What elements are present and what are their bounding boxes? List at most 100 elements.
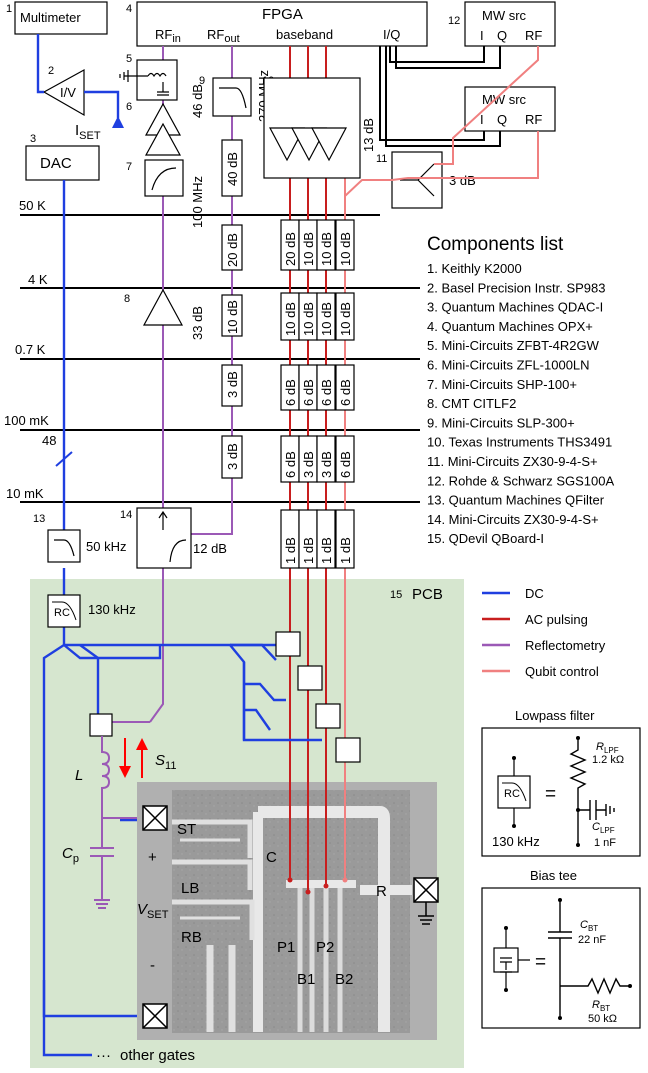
highpass-7-symbol — [151, 167, 177, 191]
attenuator-line4-1 — [335, 292, 355, 341]
refl-wire — [110, 46, 233, 723]
component-item: 8. CMT CITLF2 — [427, 396, 516, 411]
attenuator-label-line1-2: 6 dB — [283, 379, 298, 406]
bus48-slash — [55, 451, 73, 467]
attenuator-label-line4-4: 1 dB — [338, 537, 353, 564]
svg-text:20 dB: 20 dB — [225, 233, 240, 267]
device-sem-image — [137, 782, 437, 1040]
lowpass-inset-rc-label: RC — [504, 788, 520, 800]
mw-src-2-box — [464, 86, 556, 132]
amp46-label: 46 dB — [190, 84, 205, 118]
label-n6: 6 — [126, 101, 132, 113]
attenuator-label-line1-3: 6 dB — [283, 451, 298, 478]
coupler-14-symbol — [158, 510, 187, 563]
attenuator-label-line1-4: 1 dB — [283, 537, 298, 564]
coupler-14 — [136, 507, 192, 569]
label-n8: 8 — [124, 293, 130, 305]
stage-4k: 4 K — [28, 272, 48, 287]
attenuator-label-line3-2: 6 dB — [319, 379, 334, 406]
pcb-bias-tees — [89, 631, 361, 763]
biastee-inset-symbol — [500, 928, 530, 990]
label-n2: 2 — [48, 65, 54, 77]
iset-arrow — [112, 116, 124, 128]
stage-100mk: 100 mK — [4, 413, 49, 428]
attenuator-line3-0 — [316, 219, 336, 271]
lowpass-inset-res-mid — [576, 808, 580, 812]
attenuator-label-line3-0: 10 dB — [319, 232, 334, 266]
lowpass-inset-r-value: 1.2 kΩ — [592, 754, 624, 766]
mw-src-2-q: Q — [497, 112, 507, 127]
vset-plus: + — [148, 849, 157, 866]
tank-cp-label: Cp — [62, 845, 79, 865]
mw-src-1-rf: RF — [525, 28, 542, 43]
device-rb: RB — [181, 929, 202, 946]
label-n11: 11 — [376, 153, 387, 165]
baseband-label: baseband — [276, 27, 333, 42]
rfout-attenuators: 40 dB 20 dB 10 dB 3 dB 3 dB — [221, 139, 243, 479]
coupler12-label: 12 dB — [193, 541, 227, 556]
device-p1: P1 — [277, 939, 295, 956]
attenuator-line4-2 — [335, 364, 355, 411]
bias-tee-5 — [136, 59, 178, 101]
lowpass-inset-c-label: CLPF — [592, 821, 615, 835]
lowpass-inset-freq: 130 kHz — [492, 834, 540, 849]
mw-src-1-box — [464, 1, 556, 47]
attenuator-line3-4 — [316, 509, 336, 569]
lowpass-inset-c-value: 1 nF — [594, 837, 616, 849]
lowpass-inset-res-top — [576, 736, 580, 740]
device-c: C — [266, 849, 277, 866]
attenuator-label-line2-0: 10 dB — [301, 232, 316, 266]
iv-label: I/V — [60, 85, 76, 100]
qfilter-13 — [47, 529, 81, 563]
stage-10mk: 10 mK — [6, 486, 44, 501]
splitter-11-symbol — [400, 163, 435, 197]
amp-6b — [144, 122, 182, 156]
fpga-box — [136, 1, 428, 47]
component-item: 3. Quantum Machines QDAC-I — [427, 300, 603, 315]
component-item: 15. QDevil QBoard-I — [427, 531, 544, 546]
mw-src-1-i: I — [480, 28, 484, 43]
rc-filter-label: RC — [54, 607, 70, 619]
stage-07k: 0.7 K — [15, 342, 46, 357]
attenuator-label-line1-0: 20 dB — [283, 232, 298, 266]
lowpass-inset-r-label: RLPF — [596, 741, 619, 755]
vset-label: VSET — [137, 901, 169, 921]
mw-src-2-rf: RF — [525, 112, 542, 127]
other-gates-dots: ··· — [96, 1047, 111, 1064]
amp-8 — [142, 288, 184, 326]
fpga-label: FPGA — [262, 6, 303, 23]
bond-pads — [142, 805, 439, 1029]
component-item: 6. Mini-Circuits ZFL-1000LN — [427, 358, 590, 373]
component-item: 5. Mini-Circuits ZFBT-4R2GW — [427, 338, 600, 353]
component-item: 13. Quantum Machines QFilter — [427, 493, 605, 508]
mw-src-2-label: MW src — [482, 92, 527, 107]
rfout-label: RFout — [207, 27, 240, 45]
biastee-inset-r-label: RBT — [592, 999, 610, 1013]
lowpass-9 — [212, 77, 252, 117]
qubit-wires — [344, 46, 539, 197]
attenuator-label-line3-1: 10 dB — [319, 302, 334, 336]
ths3491-amp-c — [311, 127, 347, 162]
gate-contact-dots — [287, 877, 329, 895]
biastee-inset-c-value: 22 nF — [578, 934, 606, 946]
attenuator-line4-0 — [335, 219, 355, 271]
biastee-inset-node-a — [504, 926, 508, 930]
attenuator-line3-1 — [316, 292, 336, 341]
biastee-title: Bias tee — [530, 868, 577, 883]
mw-src-1-q: Q — [497, 28, 507, 43]
lowpass-inset-node-bot — [512, 824, 516, 828]
ths3491-amp-a — [269, 127, 305, 162]
biastee-inset-c-label: CBT — [580, 919, 598, 933]
split3-label: 3 dB — [449, 173, 476, 188]
component-item: 10. Texas Instruments THS3491 — [427, 435, 612, 450]
attenuator-label-line2-1: 10 dB — [301, 302, 316, 336]
tank-inductor — [101, 736, 137, 819]
attenuator-label-line3-3: 3 dB — [319, 451, 334, 478]
multimeter-box — [14, 1, 108, 35]
device-b2: B2 — [335, 971, 353, 988]
rfin-label: RFin — [155, 27, 181, 45]
attenuator-line4-4 — [335, 509, 355, 569]
amp33-label: 33 dB — [190, 306, 205, 340]
component-item: 11. Mini-Circuits ZX30-9-4-S+ — [427, 454, 598, 469]
